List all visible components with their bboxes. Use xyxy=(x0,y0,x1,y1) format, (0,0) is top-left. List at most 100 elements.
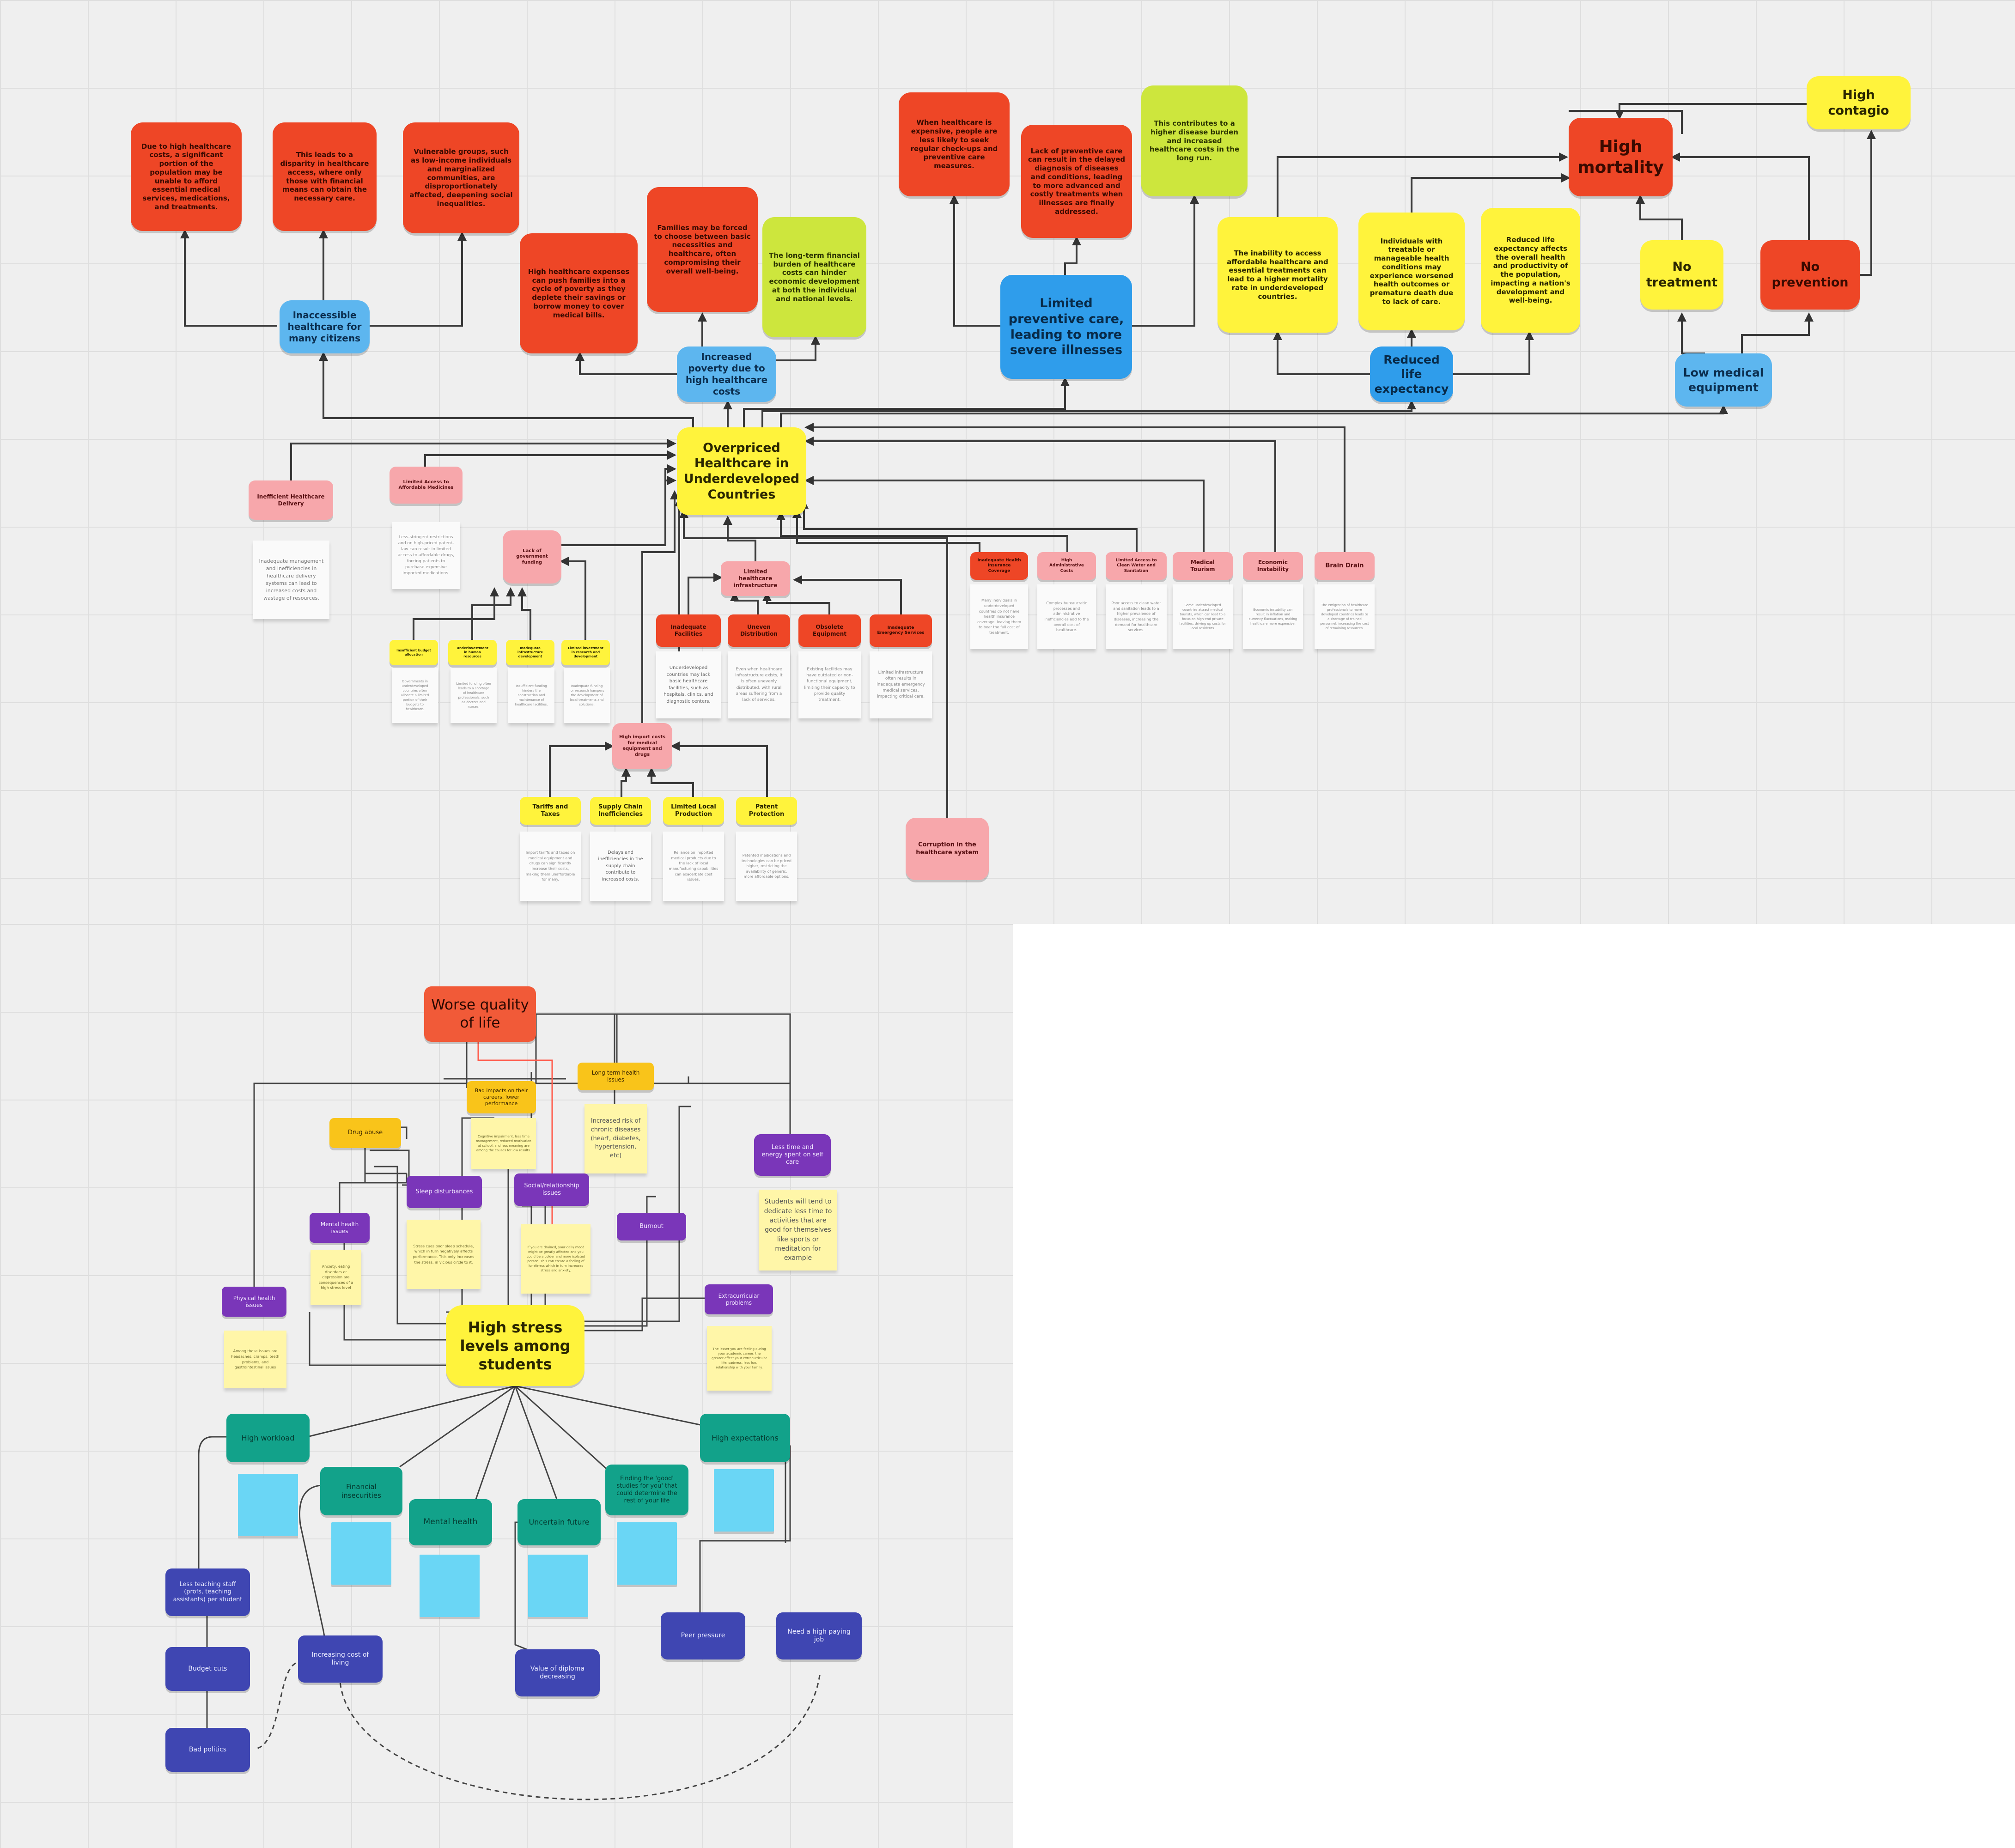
consequence-physical-health-issues[interactable]: Physical health issues xyxy=(222,1287,286,1317)
consequence-card[interactable]: Due to high healthcare costs, a signific… xyxy=(131,122,242,231)
cause-administrative-costs[interactable]: High Administrative Costs xyxy=(1037,552,1096,580)
consequence-less-self-care[interactable]: Less time and energy spent on self care xyxy=(754,1134,831,1176)
cause-affordable-medicines[interactable]: Limited Access to Affordable Medicines xyxy=(390,467,463,504)
consequence-social-issues[interactable]: Social/relationship issues xyxy=(514,1173,589,1206)
cause-high-workload[interactable]: High workload xyxy=(226,1414,310,1462)
note[interactable]: Delays and inefficiencies in the supply … xyxy=(590,832,651,901)
consequence-long-term-health[interactable]: Long-term health issues xyxy=(578,1063,654,1090)
cause-mental-health[interactable]: Mental health xyxy=(409,1499,492,1545)
root-cause-bad-politics[interactable]: Bad politics xyxy=(165,1728,250,1772)
root-cause-peer-pressure[interactable]: Peer pressure xyxy=(661,1612,745,1660)
root-cause-high-paying-job[interactable]: Need a high paying job xyxy=(776,1612,862,1660)
empty-sticky-note[interactable] xyxy=(238,1474,298,1536)
note[interactable]: Even when healthcare infrastructure exis… xyxy=(728,651,790,718)
consequence-sleep-disturbances[interactable]: Sleep disturbances xyxy=(407,1176,482,1208)
student-stress-board-canvas[interactable] xyxy=(0,924,1013,1848)
note[interactable]: Underdeveloped countries may lack basic … xyxy=(656,651,721,718)
subcause-inadequate-facilities[interactable]: Inadequate Facilities xyxy=(656,614,721,647)
sticky-note[interactable]: Students will tend to dedicate less time… xyxy=(759,1190,837,1270)
consequence-card[interactable]: Reduced life expectancy affects the over… xyxy=(1481,208,1580,333)
cause-corruption[interactable]: Corruption in the healthcare system xyxy=(906,818,989,880)
subcause-obsolete-equipment[interactable]: Obsolete Equipment xyxy=(798,614,861,647)
cause-import-costs[interactable]: High import costs for medical equipment … xyxy=(612,723,672,769)
effect-high-contagion[interactable]: High contagio xyxy=(1807,76,1911,129)
subcause-budget-allocation[interactable]: Insufficient budget allocation xyxy=(390,640,438,665)
note[interactable]: Insufficient funding hinders the constru… xyxy=(508,668,554,723)
sticky-note[interactable]: Cognitive impairment, less time manageme… xyxy=(471,1118,536,1169)
root-cause-less-teaching-staff[interactable]: Less teaching staff (profs, teaching ass… xyxy=(165,1568,250,1616)
sticky-note[interactable]: Increased risk of chronic diseases (hear… xyxy=(584,1104,647,1173)
note[interactable]: Governments in underdeveloped countries … xyxy=(392,668,438,723)
effect-no-prevention[interactable]: No prevention xyxy=(1760,240,1860,310)
consequence-card[interactable]: Vulnerable groups, such as low-income in… xyxy=(403,122,519,233)
effect-high-mortality[interactable]: High mortality xyxy=(1569,118,1673,196)
note[interactable]: Many individuals in underdeveloped count… xyxy=(970,584,1028,649)
root-cause-cost-of-living[interactable]: Increasing cost of living xyxy=(298,1635,383,1683)
note[interactable]: Reliance on imported medical products du… xyxy=(663,832,724,901)
consequence-card[interactable]: This contributes to a higher disease bur… xyxy=(1141,85,1248,196)
consequence-worse-quality-of-life[interactable]: Worse quality of life xyxy=(424,986,536,1042)
cause-government-funding[interactable]: Lack of government funding xyxy=(503,530,561,584)
subcause-local-production[interactable]: Limited Local Production xyxy=(663,797,724,825)
note[interactable]: Limited funding often leads to a shortag… xyxy=(450,668,497,723)
note[interactable]: Inadequate management and inefficiencies… xyxy=(253,541,329,619)
empty-sticky-note[interactable] xyxy=(617,1522,677,1585)
effect-limited-preventive-care[interactable]: Limited preventive care, leading to more… xyxy=(1000,275,1132,379)
note[interactable]: Patented medications and technologies ca… xyxy=(736,832,797,901)
note[interactable]: Some underdeveloped countries attract me… xyxy=(1173,584,1233,649)
consequence-card[interactable]: High healthcare expenses can push famili… xyxy=(520,233,638,353)
note[interactable]: Less-stringent restrictions and on high-… xyxy=(392,522,460,589)
subcause-human-resources[interactable]: Underinvestment in human resources xyxy=(448,640,497,665)
cause-clean-water[interactable]: Limited Access to Clean Water and Sanita… xyxy=(1106,552,1167,580)
note[interactable]: Limited infrastructure often results in … xyxy=(870,651,932,718)
cause-inefficient-delivery[interactable]: Inefficient Healthcare Delivery xyxy=(249,480,333,520)
sticky-note[interactable]: The lesser you are feeling during your a… xyxy=(707,1326,772,1391)
note[interactable]: Inadequate funding for research hampers … xyxy=(564,668,610,723)
effect-no-treatment[interactable]: No treatment xyxy=(1640,240,1723,310)
consequence-card[interactable]: Families may be forced to choose between… xyxy=(647,187,758,312)
subcause-patent-protection[interactable]: Patent Protection xyxy=(736,797,797,825)
cause-financial-insecurities[interactable]: Financial insecurities xyxy=(320,1467,402,1515)
effect-increased-poverty[interactable]: Increased poverty due to high healthcare… xyxy=(677,346,776,402)
subcause-supply-chain[interactable]: Supply Chain Inefficiencies xyxy=(590,797,651,825)
consequence-extracurricular-problems[interactable]: Extracurricular problems xyxy=(705,1284,773,1314)
note[interactable]: Existing facilities may have outdated or… xyxy=(798,651,861,718)
effect-low-medical-equipment[interactable]: Low medical equipment xyxy=(1675,353,1772,407)
consequence-card[interactable]: When healthcare is expensive, people are… xyxy=(899,92,1010,196)
cause-economic-instability[interactable]: Economic Instability xyxy=(1243,552,1303,580)
note[interactable]: Import tariffs and taxes on medical equi… xyxy=(520,832,581,901)
empty-sticky-note[interactable] xyxy=(420,1555,480,1617)
subcause-emergency-services[interactable]: Inadequate Emergency Services xyxy=(870,614,932,647)
empty-sticky-note[interactable] xyxy=(331,1522,391,1585)
note[interactable]: Economic instability can result in infla… xyxy=(1243,584,1303,649)
cause-brain-drain[interactable]: Brain Drain xyxy=(1315,552,1375,580)
sticky-note[interactable]: If you are drained, your daily mood migh… xyxy=(521,1224,590,1294)
sticky-note[interactable]: Stress cues poor sleep schedule, which i… xyxy=(407,1220,481,1289)
consequence-card[interactable]: Lack of preventive care can result in th… xyxy=(1021,125,1132,238)
central-problem-student-stress[interactable]: High stress levels among students xyxy=(446,1305,584,1386)
subcause-tariffs-taxes[interactable]: Tariffs and Taxes xyxy=(520,797,581,825)
sticky-note[interactable]: Anxiety, eating disorders or depression … xyxy=(310,1250,361,1305)
consequence-card[interactable]: This leads to a disparity in healthcare … xyxy=(273,122,377,231)
consequence-burnout[interactable]: Burnout xyxy=(617,1213,686,1240)
root-cause-diploma-value[interactable]: Value of diploma decreasing xyxy=(515,1649,600,1696)
cause-medical-tourism[interactable]: Medical Tourism xyxy=(1173,552,1233,580)
consequence-card[interactable]: The long-term financial burden of health… xyxy=(762,217,866,337)
note[interactable]: The emigration of healthcare professiona… xyxy=(1315,584,1375,649)
central-problem-overpriced-healthcare[interactable]: Overpriced Healthcare in Underdeveloped … xyxy=(677,427,806,515)
cause-uncertain-future[interactable]: Uncertain future xyxy=(517,1499,601,1545)
subcause-research-investment[interactable]: Limited investment in research and devel… xyxy=(561,640,610,665)
effect-reduced-life-expectancy[interactable]: Reduced life expectancy xyxy=(1370,346,1453,402)
subcause-uneven-distribution[interactable]: Uneven Distribution xyxy=(728,614,790,647)
sticky-note[interactable]: Among those issues are headaches, cramps… xyxy=(224,1331,286,1388)
consequence-card[interactable]: Individuals with treatable or manageable… xyxy=(1358,213,1465,330)
cause-insurance-coverage[interactable]: Inadequate Health Insurance Coverage xyxy=(970,552,1028,580)
subcause-infrastructure-development[interactable]: Inadequate infrastructure development xyxy=(506,640,554,665)
effect-inaccessible-healthcare[interactable]: Inaccessible healthcare for many citizen… xyxy=(280,300,370,353)
cause-finding-good-studies[interactable]: Finding the 'good' studies for you' that… xyxy=(605,1465,688,1515)
consequence-bad-career-impacts[interactable]: Bad impacts on their careers, lower perf… xyxy=(467,1081,536,1113)
cause-limited-infrastructure[interactable]: Limited healthcare infrastructure xyxy=(721,561,790,596)
consequence-drug-abuse[interactable]: Drug abuse xyxy=(329,1118,401,1148)
consequence-card[interactable]: The inability to access affordable healt… xyxy=(1218,217,1338,333)
